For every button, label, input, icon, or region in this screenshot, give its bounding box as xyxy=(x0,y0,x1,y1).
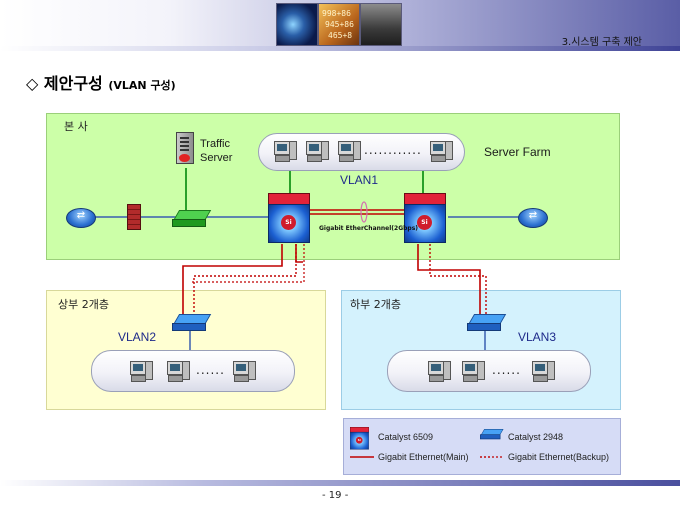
legend-catalyst-6509-icon: Si xyxy=(350,427,369,450)
workgroup-switch-icon-upper xyxy=(172,314,212,331)
traffic-server-label-line: Traffic xyxy=(200,138,230,150)
zone-headquarters xyxy=(46,113,620,260)
header-image-people xyxy=(360,3,402,46)
vlan1-label: VLAN1 xyxy=(340,173,379,187)
legend-catalyst-2948-icon xyxy=(480,429,504,440)
core-switch-icon-right: Si xyxy=(404,193,446,243)
header-image-number: 465+8 xyxy=(328,31,353,40)
vlan2-label: VLAN2 xyxy=(118,330,157,344)
main-link-upper xyxy=(182,244,283,314)
section-title: ◇ 제안구성 (VLAN 구성) xyxy=(26,70,176,94)
legend-backup-line-box xyxy=(480,456,504,458)
section-title-main: ◇ 제안구성 xyxy=(26,74,103,93)
section-title-sub: (VLAN 구성) xyxy=(108,79,176,92)
server-farm-label: Server Farm xyxy=(484,145,551,159)
traffic-server-label-line: Server xyxy=(200,152,233,164)
server-computer-icon xyxy=(274,141,297,162)
legend xyxy=(343,418,621,475)
footer-bar xyxy=(0,480,680,486)
user-computer-icon xyxy=(167,361,190,382)
zone-headquarters-label: 본 사 xyxy=(64,120,88,133)
backup-link-lower xyxy=(429,244,487,314)
vlan3-label: VLAN3 xyxy=(518,330,557,344)
server-computer-icon xyxy=(306,141,329,162)
legend-backup-link-label: Gigabit Ethernet(Backup) xyxy=(508,452,610,462)
traffic-server-label: Traffic Server xyxy=(200,137,232,165)
user-computer-icon xyxy=(462,361,485,382)
user-computer-icon xyxy=(428,361,451,382)
traffic-server-icon xyxy=(176,132,194,164)
header-underline xyxy=(0,46,680,51)
zone-upper-label: 상부 2개층 xyxy=(58,298,109,311)
legend-main-link-label: Gigabit Ethernet(Main) xyxy=(378,452,469,462)
upper-users-group xyxy=(91,350,295,392)
router-icon-right xyxy=(518,208,548,228)
user-computer-icon xyxy=(532,361,555,382)
user-computer-icon xyxy=(130,361,153,382)
header-image-fiber xyxy=(276,3,318,46)
workgroup-switch-icon-lower xyxy=(467,314,507,331)
core-switch-icon-left: Si xyxy=(268,193,310,243)
header-image-numbers: 998+86 945+86 465+8 xyxy=(318,3,360,46)
upper-users-dots: ...... xyxy=(196,363,225,377)
lower-users-group xyxy=(387,350,591,392)
backup-link-upper xyxy=(193,244,297,314)
main-link-lower xyxy=(417,244,481,314)
router-icon-left xyxy=(66,208,96,228)
server-farm-dots: ............ xyxy=(364,143,422,157)
server-computer-icon xyxy=(338,141,361,162)
server-computer-icon xyxy=(430,141,453,162)
firewall-icon xyxy=(127,204,141,230)
etherchannel-label: Gigabit EtherChannel(2Gbps) xyxy=(319,225,419,232)
header-image-number: 945+86 xyxy=(325,20,354,29)
zone-lower-label: 하부 2개층 xyxy=(350,298,401,311)
etherchannel-bundle-mark xyxy=(360,201,368,223)
legend-catalyst-2948-label: Catalyst 2948 xyxy=(508,432,564,442)
backup-link-cross xyxy=(190,244,305,283)
page-number: - 19 - xyxy=(322,490,349,501)
header-image-number: 998+86 xyxy=(322,9,351,18)
chapter-title: 3.시스템 구축 제안 xyxy=(561,37,642,48)
legend-catalyst-6509-label: Catalyst 6509 xyxy=(378,432,434,442)
main-link-stub xyxy=(295,244,303,263)
lan-switch-icon xyxy=(172,210,212,227)
user-computer-icon xyxy=(233,361,256,382)
lower-users-dots: ...... xyxy=(492,363,521,377)
